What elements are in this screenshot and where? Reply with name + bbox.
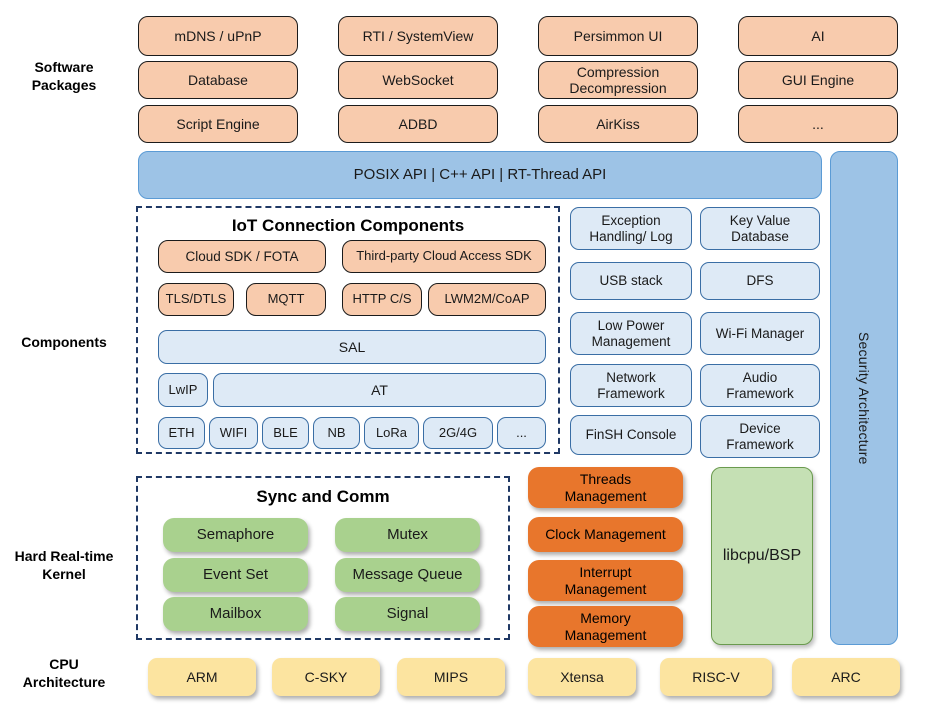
cpu-arch-box[interactable]: RISC-V (660, 658, 772, 696)
component-box[interactable]: Audio Framework (700, 364, 820, 407)
kernel-sync-box[interactable]: Signal (335, 597, 480, 631)
cpu-arch-box[interactable]: Xtensa (528, 658, 636, 696)
component-box[interactable]: FinSH Console (570, 415, 692, 455)
kernel-management-box[interactable]: Memory Management (528, 606, 683, 647)
component-box[interactable]: Device Framework (700, 415, 820, 458)
component-box[interactable]: Wi-Fi Manager (700, 312, 820, 355)
package-box[interactable]: Compression Decompression (538, 61, 698, 99)
iot-protocol-box[interactable]: MQTT (246, 283, 326, 316)
cpu-arch-box[interactable]: MIPS (397, 658, 505, 696)
iot-protocol-box[interactable]: LWM2M/CoAP (428, 283, 546, 316)
package-box[interactable]: RTI / SystemView (338, 16, 498, 56)
package-box[interactable]: Script Engine (138, 105, 298, 143)
kernel-sync-box[interactable]: Mutex (335, 518, 480, 552)
api-bar[interactable]: POSIX API | C++ API | RT-Thread API (138, 151, 822, 199)
iot-group-title: IoT Connection Components (231, 216, 465, 235)
iot-cloud-box[interactable]: Cloud SDK / FOTA (158, 240, 326, 273)
package-box[interactable]: Database (138, 61, 298, 99)
kernel-sync-box[interactable]: Message Queue (335, 558, 480, 592)
iot-link-box[interactable]: 2G/4G (423, 417, 493, 449)
sync-group-title: Sync and Comm (256, 487, 390, 506)
cpu-arch-box[interactable]: ARC (792, 658, 900, 696)
row-label-cpu: CPU Architecture (22, 656, 106, 690)
iot-link-box[interactable]: LoRa (364, 417, 419, 449)
cpu-arch-box[interactable]: C-SKY (272, 658, 380, 696)
security-architecture-label: Security Architecture (856, 331, 873, 465)
iot-link-box[interactable]: WIFI (209, 417, 258, 449)
row-label-kernel: Hard Real-time Kernel (14, 548, 114, 582)
package-box[interactable]: ... (738, 105, 898, 143)
iot-link-box[interactable]: ETH (158, 417, 205, 449)
iot-protocol-box[interactable]: HTTP C/S (342, 283, 422, 316)
component-box[interactable]: DFS (700, 262, 820, 300)
package-box[interactable]: Persimmon UI (538, 16, 698, 56)
iot-protocol-box[interactable]: TLS/DTLS (158, 283, 234, 316)
component-box[interactable]: Network Framework (570, 364, 692, 407)
package-box[interactable]: AI (738, 16, 898, 56)
package-box[interactable]: ADBD (338, 105, 498, 143)
package-box[interactable]: mDNS / uPnP (138, 16, 298, 56)
iot-at-box[interactable]: AT (213, 373, 546, 407)
package-box[interactable]: WebSocket (338, 61, 498, 99)
package-box[interactable]: AirKiss (538, 105, 698, 143)
iot-link-box[interactable]: NB (313, 417, 360, 449)
kernel-management-box[interactable]: Threads Management (528, 467, 683, 508)
row-label-software-packages: Software Packages (31, 59, 97, 93)
iot-sal-box[interactable]: SAL (158, 330, 546, 364)
component-box[interactable]: Low Power Management (570, 312, 692, 355)
iot-link-box[interactable]: ... (497, 417, 546, 449)
cpu-arch-box[interactable]: ARM (148, 658, 256, 696)
kernel-management-box[interactable]: Clock Management (528, 517, 683, 552)
component-box[interactable]: USB stack (570, 262, 692, 300)
package-box[interactable]: GUI Engine (738, 61, 898, 99)
iot-link-box[interactable]: BLE (262, 417, 309, 449)
iot-lwip-box[interactable]: LwIP (158, 373, 208, 407)
component-box[interactable]: Exception Handling/ Log (570, 207, 692, 250)
kernel-sync-box[interactable]: Mailbox (163, 597, 308, 631)
iot-cloud-box[interactable]: Third-party Cloud Access SDK (342, 240, 546, 273)
security-architecture-bar[interactable]: Security Architecture (830, 151, 898, 645)
libcpu-bsp-box[interactable]: libcpu/BSP (711, 467, 813, 645)
kernel-management-box[interactable]: Interrupt Management (528, 560, 683, 601)
kernel-sync-box[interactable]: Event Set (163, 558, 308, 592)
component-box[interactable]: Key Value Database (700, 207, 820, 250)
row-label-components: Components (21, 334, 107, 350)
kernel-sync-box[interactable]: Semaphore (163, 518, 308, 552)
